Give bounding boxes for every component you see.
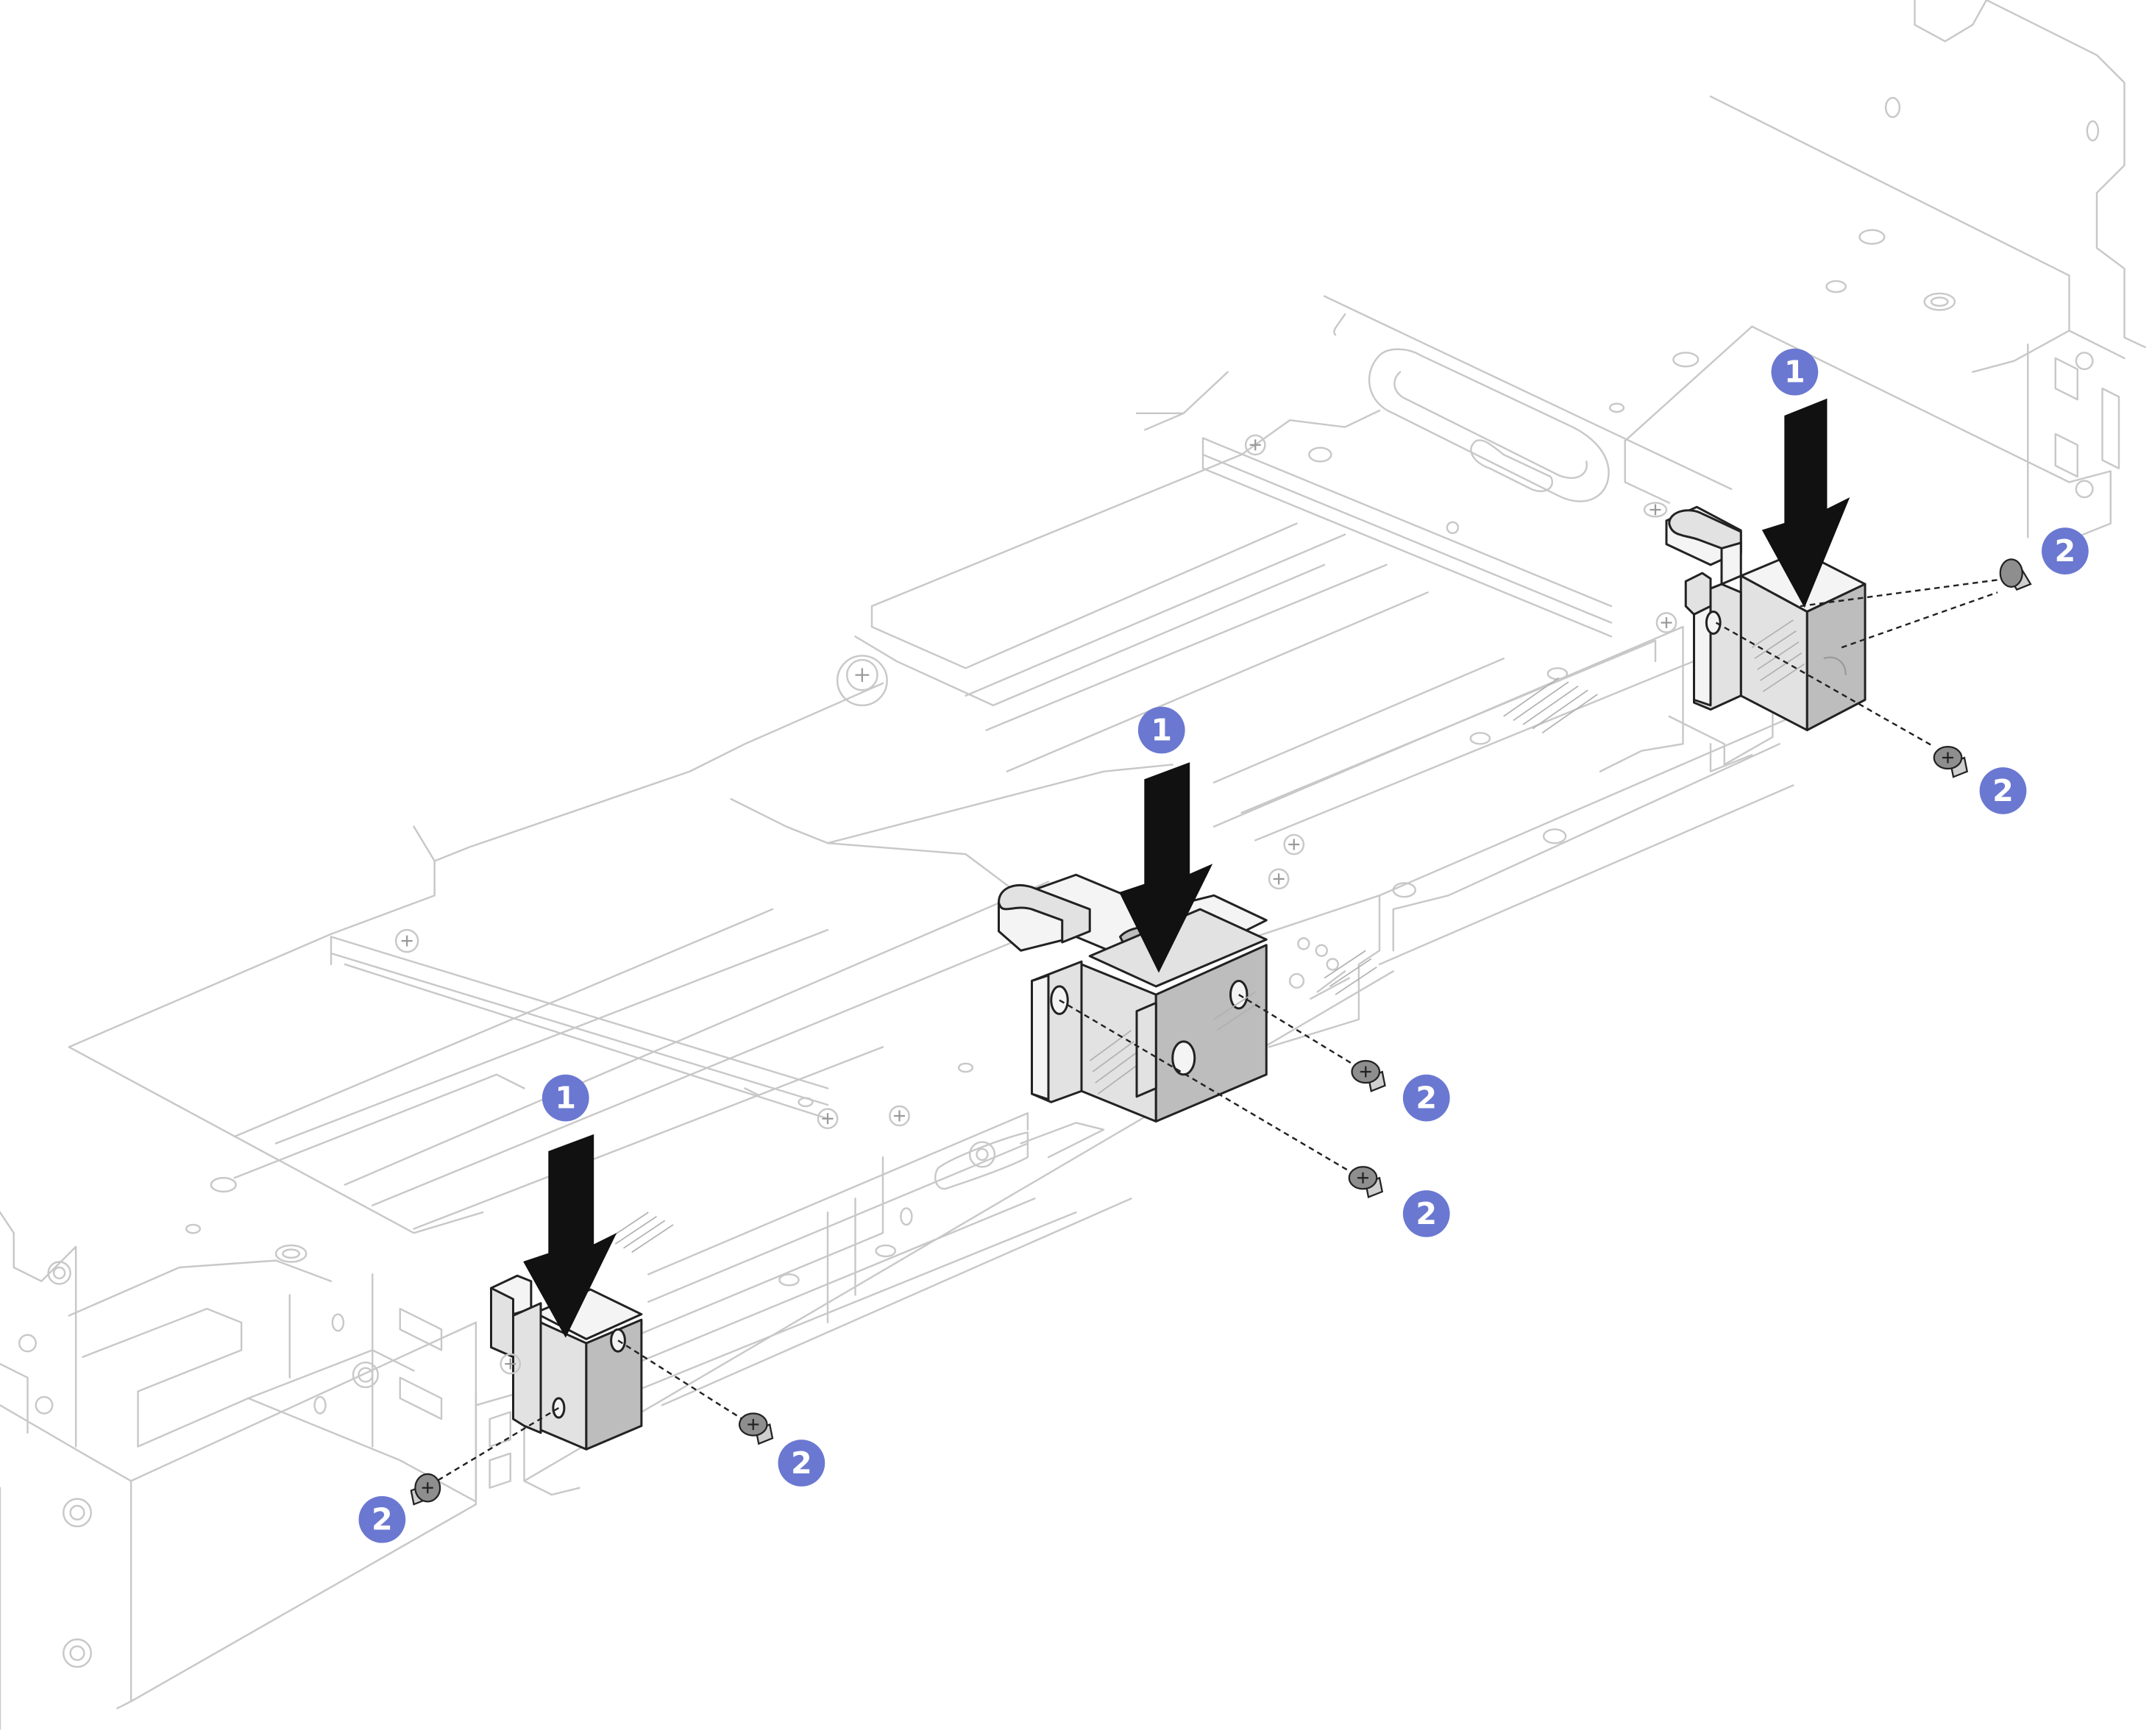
svg-text:1: 1	[1151, 713, 1172, 748]
callout-1-left: 1	[541, 1074, 589, 1122]
callout-1-middle: 1	[1137, 706, 1185, 754]
screw-icon	[738, 1412, 774, 1445]
svg-text:2: 2	[1416, 1196, 1437, 1231]
screw-icon	[1348, 1166, 1384, 1199]
callout-2-right-bottom: 2	[1979, 767, 2027, 814]
svg-text:2: 2	[372, 1502, 393, 1537]
callout-1-right: 1	[1771, 348, 1819, 396]
callout-2-left-right: 2	[778, 1440, 825, 1487]
svg-text:2: 2	[1416, 1081, 1437, 1116]
screw-paths	[433, 577, 2008, 1484]
callout-2-right-top: 2	[2042, 527, 2089, 574]
callout-2-middle-top: 2	[1402, 1074, 1450, 1122]
bracket-right	[1665, 505, 1867, 732]
down-arrows	[523, 398, 1850, 1338]
callout-2-middle-bottom: 2	[1402, 1190, 1450, 1237]
svg-text:1: 1	[1784, 355, 1805, 390]
svg-text:1: 1	[555, 1081, 576, 1116]
callout-2-left-left: 2	[358, 1495, 406, 1543]
screw-icon	[410, 1473, 441, 1506]
svg-text:2: 2	[2055, 533, 2076, 569]
arrow-middle	[1119, 762, 1213, 973]
svg-text:2: 2	[791, 1445, 812, 1481]
bracket-left	[490, 1274, 643, 1451]
screws	[410, 558, 2032, 1506]
arrow-left	[523, 1134, 617, 1338]
panel-hatching	[606, 677, 1598, 1253]
screw-icon	[1999, 558, 2032, 591]
screw-icon	[1351, 1059, 1386, 1092]
svg-text:2: 2	[1992, 773, 2014, 808]
arrow-right	[1761, 398, 1850, 608]
screw-icon	[1933, 745, 1969, 778]
